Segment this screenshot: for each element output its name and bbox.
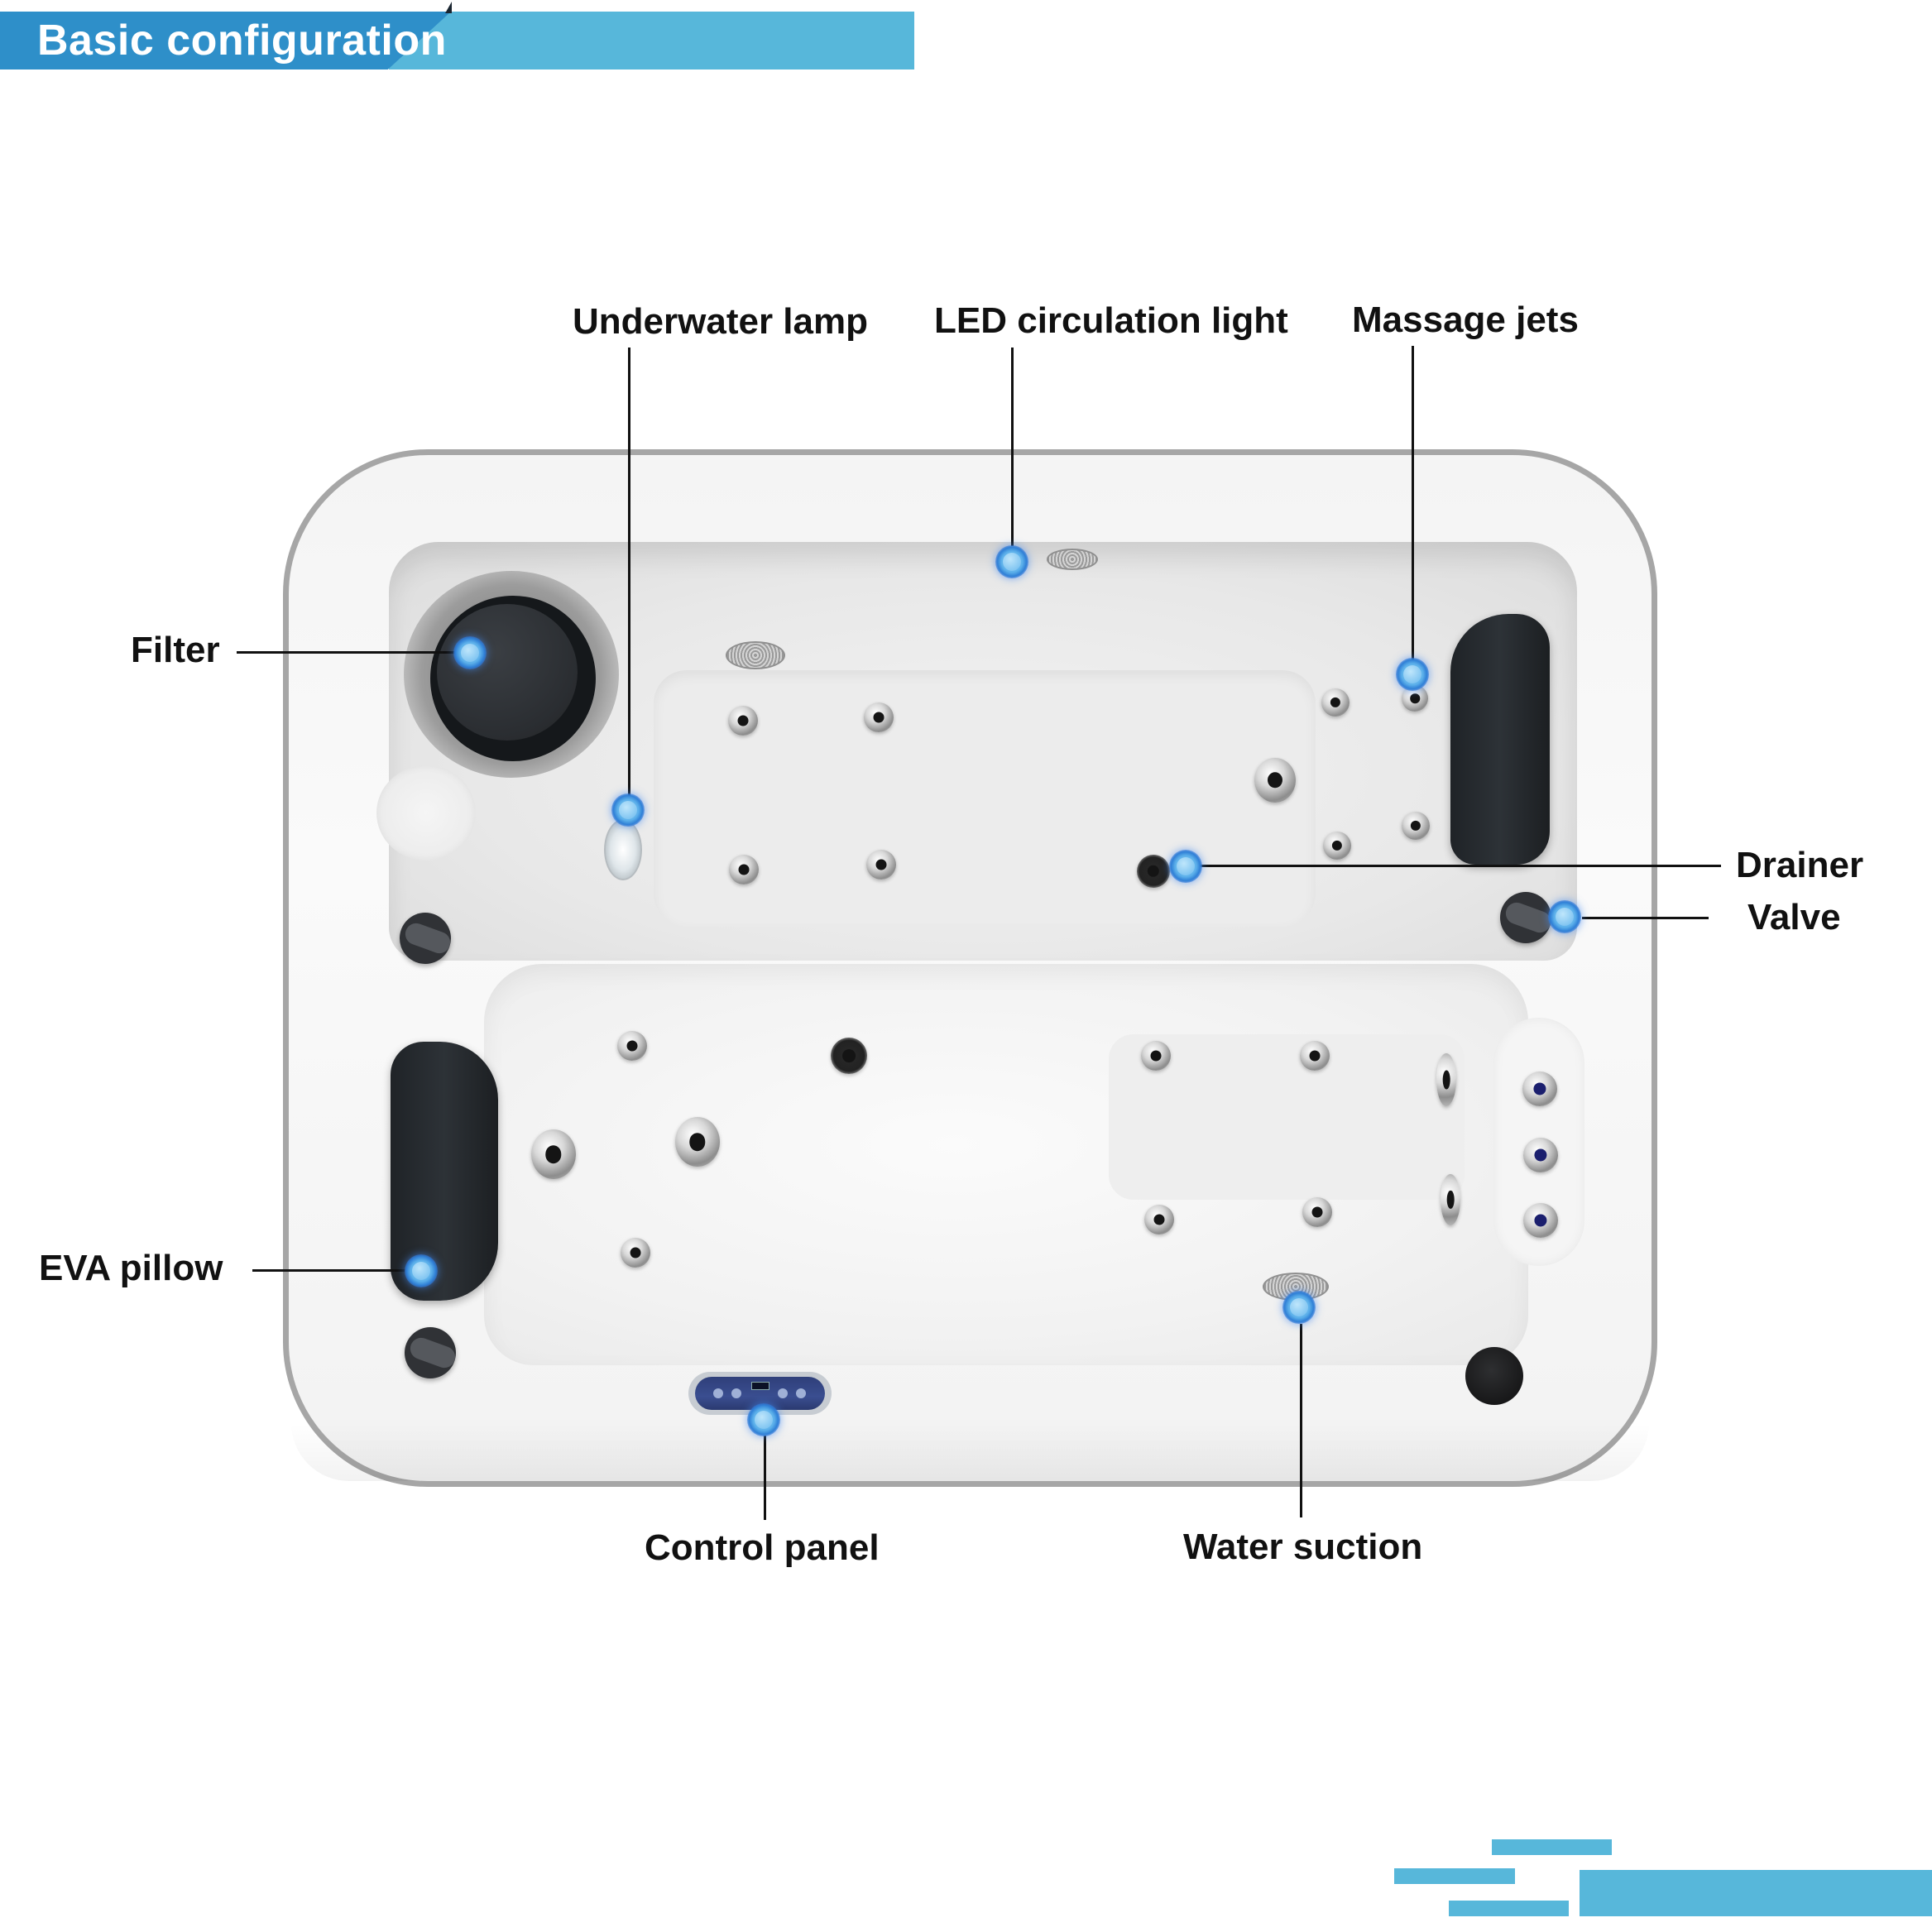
header-notch (445, 2, 452, 13)
drainer-leader (1195, 865, 1721, 867)
label-underwater-lamp: Underwater lamp (573, 301, 868, 342)
jet-icon (675, 1117, 720, 1167)
upper-basin-floor (654, 670, 1316, 927)
label-drainer: Drainer (1736, 845, 1864, 885)
control-panel-button (778, 1388, 788, 1398)
jet-icon (1141, 1041, 1171, 1071)
label-eva-pillow: EVA pillow (39, 1248, 223, 1288)
jet-icon (866, 850, 896, 880)
massage-jets-leader (1412, 346, 1414, 662)
filter-cap (437, 604, 578, 741)
upper-grate-icon (726, 641, 785, 669)
drainer-marker-icon (1169, 850, 1202, 883)
header-banner-dark (0, 12, 451, 70)
led-light-leader (1011, 348, 1014, 546)
led-light-marker-icon (995, 545, 1028, 578)
jet-icon (1441, 1174, 1460, 1225)
jet-icon (729, 855, 759, 885)
jet-icon (1300, 1041, 1330, 1071)
jet-icon (831, 1038, 867, 1074)
eva-pillow-leader (252, 1269, 405, 1272)
underwater-lamp-leader (628, 348, 630, 807)
eva-pillow-left-icon (391, 1042, 498, 1301)
jet-icon (1302, 1197, 1332, 1227)
valve-marker-icon (1548, 900, 1581, 933)
jet-icon (531, 1129, 576, 1179)
label-control-panel: Control panel (645, 1527, 880, 1568)
decor-block (1580, 1870, 1932, 1916)
water-suction-marker-icon (1282, 1291, 1316, 1324)
jet-icon (617, 1031, 647, 1061)
cup-holder-recess (376, 765, 476, 861)
decor-bar (1394, 1868, 1515, 1884)
valve-leader (1582, 917, 1709, 919)
jet-icon (1321, 688, 1350, 717)
jet-icon (1144, 1205, 1174, 1234)
control-panel-screen (751, 1382, 769, 1390)
control-panel-leader (764, 1436, 766, 1520)
control-panel-button (731, 1388, 741, 1398)
eva-pillow-right-icon (1450, 614, 1550, 865)
jet-icon (621, 1238, 650, 1268)
label-filter: Filter (131, 630, 220, 670)
jet-icon (864, 702, 894, 732)
jet-icon (1522, 1071, 1557, 1106)
decor-bar (1449, 1901, 1569, 1916)
control-panel-button (796, 1388, 806, 1398)
filter-leader (237, 651, 458, 654)
valve-icon (400, 913, 451, 964)
filter-marker-icon (453, 636, 487, 669)
drainer-icon (1137, 855, 1170, 888)
control-panel-button (713, 1388, 723, 1398)
label-led-circulation-light: LED circulation light (934, 300, 1288, 341)
led-grate-icon (1047, 549, 1098, 570)
header-banner-light (389, 12, 914, 70)
decor-bar (1492, 1839, 1612, 1855)
massage-jets-marker-icon (1396, 658, 1429, 691)
knob-icon (1465, 1347, 1523, 1405)
control-panel-marker-icon (747, 1403, 780, 1436)
underwater-lamp-icon (604, 819, 642, 880)
eva-pillow-marker-icon (405, 1254, 438, 1287)
label-valve: Valve (1747, 897, 1841, 937)
jet-icon (728, 706, 758, 736)
tub-rim-shadow (291, 1423, 1649, 1481)
underwater-lamp-marker-icon (611, 793, 645, 827)
jet-icon (1523, 1138, 1558, 1172)
jet-icon (1523, 1203, 1558, 1238)
jet-icon (1402, 812, 1430, 840)
water-suction-leader (1300, 1324, 1302, 1517)
jet-icon (1323, 832, 1351, 860)
label-massage-jets: Massage jets (1352, 300, 1579, 340)
label-water-suction: Water suction (1183, 1527, 1423, 1567)
jet-icon (1436, 1053, 1456, 1106)
valve-icon (1500, 892, 1551, 943)
valve-icon (405, 1327, 456, 1378)
jet-icon (1254, 758, 1296, 803)
page-title: Basic configuration (37, 17, 447, 65)
